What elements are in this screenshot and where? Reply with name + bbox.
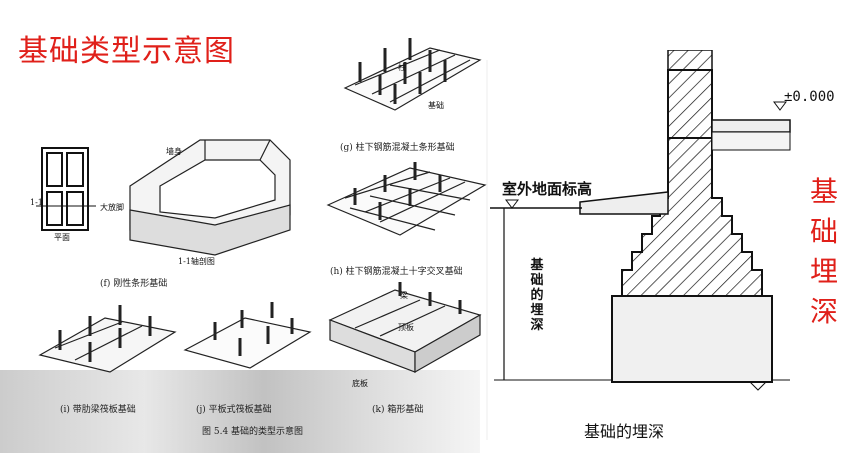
cross-strip-foundation [326, 162, 487, 236]
foundation-depth-section [490, 50, 791, 391]
column-strip-foundation [343, 38, 482, 111]
concrete-base [611, 295, 773, 383]
foundation-label: 基础 [428, 101, 444, 110]
figure-5-4-caption: 图 5.4 基础的类型示意图 [202, 427, 304, 437]
section-mark: 1-1 [30, 198, 43, 207]
side-title: 基 础 埋 深 [809, 175, 838, 328]
background-scenery [0, 370, 480, 453]
bottom-slab-label: 底板 [352, 379, 368, 388]
footing-label: 大放脚 [100, 203, 124, 212]
box-foundation [328, 282, 482, 374]
figure-caption-g: (g) 柱下钢筋混凝土条形基础 [340, 143, 455, 153]
page-title: 基础类型示意图 [18, 34, 235, 69]
wall-label: 墙身 [166, 147, 182, 156]
ground-level-label: 室外地面标高 [502, 180, 593, 198]
plan-label: 平面 [54, 233, 70, 242]
apron [579, 191, 669, 215]
column-label: 柱 [398, 63, 406, 72]
depth-vertical-label: 基础的埋深 [530, 258, 544, 333]
top-slab-label: 顶板 [398, 323, 414, 332]
ribbed-raft-foundation [38, 305, 177, 373]
figure-caption-k: (k) 箱形基础 [372, 405, 424, 415]
strip-foundation-plan [36, 147, 96, 231]
figure-caption-h: (h) 柱下钢筋混凝土十字交叉基础 [330, 267, 463, 277]
figure-caption-j: (j) 平板式筏板基础 [196, 405, 272, 415]
flat-raft-foundation [183, 302, 312, 369]
stepped-footing [621, 69, 763, 297]
elevation-label: ±0.000 [784, 89, 835, 105]
figure-caption-i: (i) 带肋梁筏板基础 [60, 405, 136, 415]
depth-caption: 基础的埋深 [584, 422, 665, 441]
beam-label: 梁 [400, 291, 408, 300]
figure-caption-f: (f) 刚性条形基础 [100, 279, 168, 289]
rigid-strip-foundation-3d [129, 139, 291, 256]
section-caption: 1-1轴剖图 [178, 257, 215, 266]
